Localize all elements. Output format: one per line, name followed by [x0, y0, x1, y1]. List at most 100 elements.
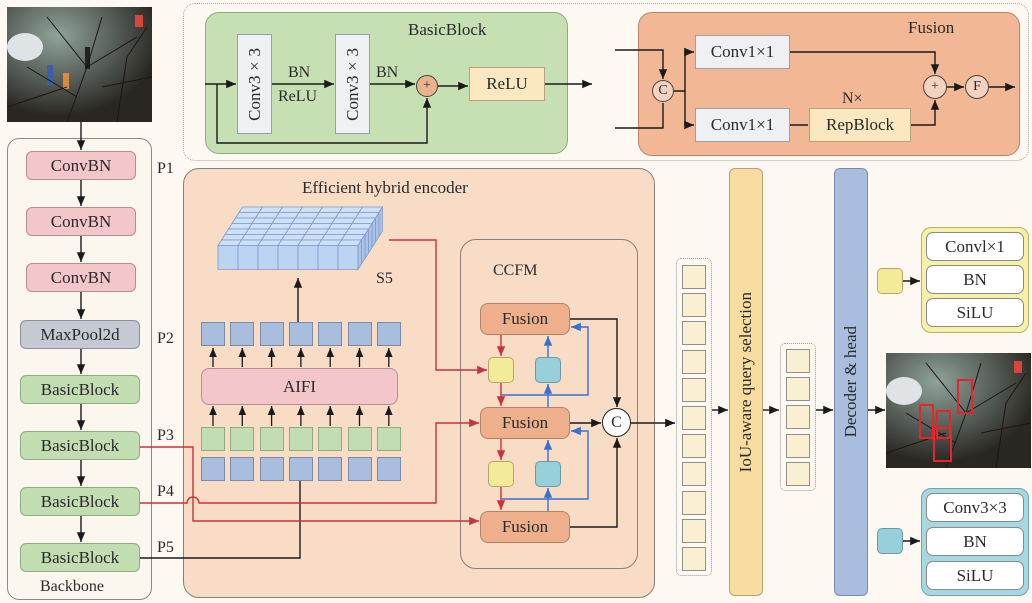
- s5-cell: [297, 245, 319, 270]
- ccfm-upsample-1[interactable]: [535, 357, 561, 383]
- s5-cell: [280, 234, 306, 241]
- aifi-input-token-green: [259, 427, 284, 451]
- backbone-basicblock-1[interactable]: BasicBlock: [20, 375, 140, 404]
- ccfm-fusion-bottom[interactable]: Fusion: [480, 511, 570, 543]
- legend-teal-swatch: [877, 528, 903, 554]
- s5-cell: [364, 227, 369, 260]
- s5-cell: [300, 234, 326, 241]
- aifi-input-token-blue: [318, 457, 343, 481]
- ccfm-concat-node: C: [602, 408, 631, 437]
- encoder-output-token: [682, 293, 706, 318]
- backbone-convbn-3[interactable]: ConvBN: [26, 263, 136, 292]
- aifi-output-token: [347, 322, 372, 346]
- s5-cell: [314, 212, 340, 219]
- stage-label-p3: P3: [157, 427, 174, 444]
- s5-feature-map: [217, 205, 384, 271]
- s5-cell: [271, 217, 297, 224]
- basicblock-conv2[interactable]: Conv3×3: [335, 34, 370, 134]
- detection-box-3: [936, 410, 951, 439]
- s5-cell: [297, 239, 323, 246]
- s5-cell: [304, 228, 330, 235]
- aifi-block[interactable]: AIFI: [201, 368, 398, 405]
- basicblock-bn-label: BN: [288, 64, 311, 81]
- s5-cell: [378, 205, 383, 238]
- s5-cell: [247, 223, 273, 230]
- s5-cell: [274, 212, 300, 219]
- s5-cell: [331, 217, 357, 224]
- s5-cell: [311, 217, 337, 224]
- basicblock-bn2-label: BN: [376, 64, 399, 81]
- s5-cell: [258, 206, 284, 213]
- aifi-input-token-green: [230, 427, 255, 451]
- ccfm-fusion-middle[interactable]: Fusion: [480, 407, 570, 439]
- s5-cell: [327, 223, 353, 230]
- fusion-detail-concat-node: C: [652, 80, 674, 102]
- backbone-convbn-1[interactable]: ConvBN: [26, 151, 136, 180]
- decoder-head[interactable]: Decoder & head: [834, 168, 868, 596]
- s5-cell: [298, 206, 324, 213]
- s5-cell: [354, 212, 380, 219]
- backbone-basicblock-4[interactable]: BasicBlock: [20, 543, 140, 572]
- ccfm-fusion-top[interactable]: Fusion: [480, 303, 570, 335]
- aifi-input-token-blue: [347, 457, 372, 481]
- backbone-maxpool2d[interactable]: MaxPool2d: [20, 320, 140, 349]
- fusion-detail-conv-top[interactable]: Conv1×1: [695, 35, 790, 69]
- selected-query-token: [786, 405, 810, 430]
- s5-cell: [340, 234, 366, 241]
- decoder-head-label: Decoder & head: [841, 326, 860, 438]
- aifi-input-token-blue: [259, 457, 284, 481]
- backbone-title: Backbone: [40, 578, 104, 595]
- s5-label: S5: [376, 270, 393, 287]
- aifi-input-token-green: [201, 427, 225, 451]
- stage-label-p1: P1: [157, 160, 174, 177]
- ccfm-upsample-2[interactable]: [535, 461, 561, 487]
- s5-cell: [317, 245, 339, 270]
- s5-cell: [318, 206, 344, 213]
- encoder-output-token: [682, 434, 706, 459]
- stage-label-p4: P4: [157, 483, 174, 500]
- backbone-convbn-2[interactable]: ConvBN: [26, 207, 136, 236]
- s5-cell: [237, 239, 263, 246]
- iou-query-selection[interactable]: IoU-aware query selection: [729, 168, 763, 596]
- s5-cell: [358, 206, 384, 213]
- fusion-detail-repblock[interactable]: RepBlock: [809, 108, 911, 142]
- legend-yellow-swatch: [877, 268, 903, 294]
- s5-cell: [231, 217, 257, 224]
- encoder-output-token: [682, 265, 706, 289]
- s5-cell: [224, 228, 250, 235]
- s5-cell: [244, 228, 270, 235]
- s5-cell: [337, 245, 359, 270]
- ccfm-panel: [460, 239, 638, 569]
- s5-cell: [368, 222, 373, 255]
- ccfm-downsample-2[interactable]: [488, 461, 514, 487]
- fusion-detail-conv-bottom[interactable]: Conv1×1: [695, 108, 790, 142]
- aifi-input-token-green: [376, 427, 401, 451]
- basicblock-add-node: +: [416, 75, 438, 97]
- s5-cell: [371, 216, 376, 249]
- basicblock-relu[interactable]: ReLU: [469, 67, 545, 101]
- detection-box-2: [919, 404, 934, 439]
- detection-box-1: [957, 379, 973, 414]
- basicblock-conv2-label: Conv3×3: [342, 47, 362, 121]
- s5-cell: [338, 206, 364, 213]
- s5-cell: [351, 217, 377, 224]
- s5-cell: [347, 223, 373, 230]
- encoder-output-token: [682, 518, 706, 543]
- s5-cell: [337, 239, 363, 246]
- aifi-input-token-green: [288, 427, 313, 451]
- legend-yellow-bn: BN: [926, 265, 1024, 294]
- backbone-basicblock-3[interactable]: BasicBlock: [20, 487, 140, 516]
- aifi-input-token-green: [347, 427, 372, 451]
- backbone-basicblock-2[interactable]: BasicBlock: [20, 431, 140, 460]
- ccfm-downsample-1[interactable]: [488, 357, 514, 383]
- input-image: [7, 7, 152, 122]
- s5-cell: [291, 217, 317, 224]
- s5-cell: [220, 234, 246, 241]
- s5-cell: [217, 239, 243, 246]
- s5-cell: [307, 223, 333, 230]
- legend-yellow-silu: SiLU: [926, 298, 1024, 327]
- s5-cell: [284, 228, 310, 235]
- aifi-input-token-blue: [230, 457, 255, 481]
- basicblock-conv1[interactable]: Conv3×3: [237, 34, 272, 134]
- legend-teal-bn: BN: [926, 527, 1024, 556]
